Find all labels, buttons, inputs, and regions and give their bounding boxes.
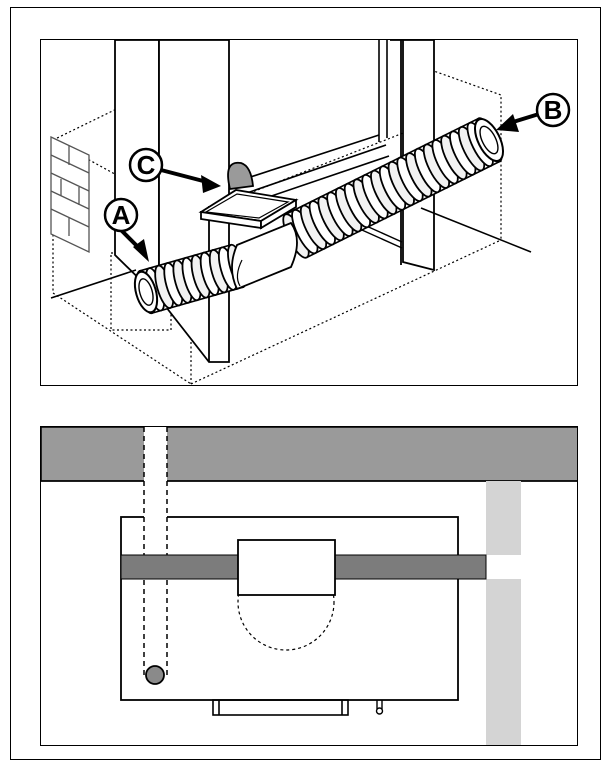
vertical-post-lower — [486, 579, 521, 745]
fan-housing — [231, 221, 298, 291]
exhaust-outlet-c — [227, 161, 254, 190]
plan-view-panel — [40, 426, 578, 746]
vertical-post-upper — [486, 481, 521, 555]
callout-b-label: B — [544, 95, 563, 125]
flex-duct-right — [282, 117, 505, 259]
perspective-illustration: B C A — [50, 40, 571, 385]
vertical-channel-white — [144, 427, 167, 677]
floor-line-left — [50, 269, 137, 299]
fan-outline-dashed — [237, 553, 335, 651]
diagram-frame — [10, 7, 601, 760]
fan-box — [237, 539, 336, 596]
callout-b: B — [496, 92, 571, 132]
callout-a-label: A — [112, 200, 131, 230]
perspective-view-panel: B C A — [40, 39, 578, 386]
callout-c-label: C — [137, 150, 156, 180]
intake-box — [198, 189, 299, 230]
wall-band — [41, 427, 577, 482]
callout-a: A — [103, 197, 149, 262]
handle-bar — [212, 699, 349, 716]
callout-c: C — [128, 147, 221, 193]
exhaust-point — [145, 665, 165, 685]
small-knob — [375, 700, 384, 715]
floor-line-right — [420, 207, 532, 253]
plan-illustration — [41, 427, 577, 745]
brick-wall — [50, 135, 90, 254]
